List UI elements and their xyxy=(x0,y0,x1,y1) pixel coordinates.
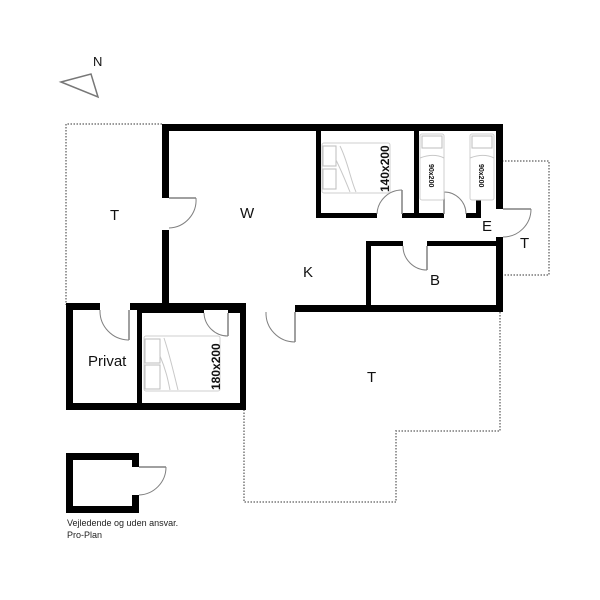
label-terrace-east: T xyxy=(520,235,529,252)
compass: N xyxy=(58,54,102,99)
disclaimer-text: Vejledende og uden ansvar. xyxy=(67,518,179,528)
door-bedroom-3[interactable] xyxy=(203,312,229,337)
label-bed-90x200-a: 90x200 xyxy=(427,164,434,187)
door-private[interactable] xyxy=(99,309,130,341)
label-terrace-west: T xyxy=(110,207,119,224)
footer: Vejledende og uden ansvar. Pro-Plan xyxy=(67,517,178,541)
door-bathroom[interactable] xyxy=(402,245,428,271)
terraces xyxy=(65,123,550,503)
label-bathroom: B xyxy=(430,272,440,289)
label-terrace-south: T xyxy=(367,369,376,386)
bed-140x200 xyxy=(321,142,391,194)
label-bed-140x200: 140x200 xyxy=(378,145,392,192)
north-arrow-icon xyxy=(58,73,100,99)
door-annex[interactable] xyxy=(138,466,167,496)
compass-label: N xyxy=(93,54,102,69)
door-bedroom-2[interactable] xyxy=(443,191,467,215)
credit-text: Pro-Plan xyxy=(67,530,103,540)
bed-90x200-a xyxy=(419,133,445,201)
label-bed-90x200-b: 90x200 xyxy=(477,164,484,187)
terrace-east-outline xyxy=(502,160,550,276)
label-private: Privat xyxy=(88,353,127,370)
terrace-west-outline xyxy=(65,123,162,305)
label-kitchen: K xyxy=(303,264,313,281)
walls xyxy=(66,124,503,513)
room-labels: T W K E T B Privat T 140x200 180x200 90x… xyxy=(88,145,529,390)
terrace-south-outline xyxy=(243,312,501,503)
doors xyxy=(99,189,532,496)
label-bed-180x200: 180x200 xyxy=(209,343,223,390)
door-living-west[interactable] xyxy=(168,197,197,229)
door-terrace-south[interactable] xyxy=(265,311,296,343)
door-bedroom-1[interactable] xyxy=(376,189,403,215)
label-living: W xyxy=(240,205,255,222)
bed-90x200-b xyxy=(469,133,495,201)
door-entrance[interactable] xyxy=(502,208,532,238)
bed-180x200 xyxy=(143,335,221,392)
label-entrance: E xyxy=(482,218,492,235)
